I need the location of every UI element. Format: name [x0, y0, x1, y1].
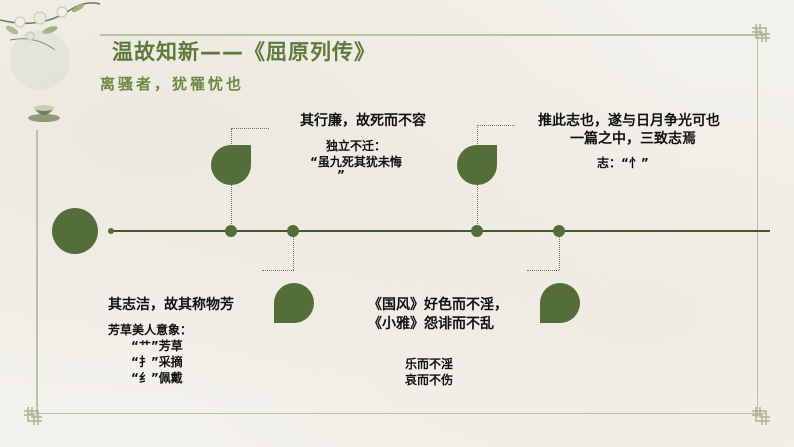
connector-line [293, 236, 294, 270]
frame-bottom-line [28, 412, 766, 414]
connector-line [559, 236, 560, 270]
frame-left-line [36, 130, 38, 417]
frame-corner-ornament [752, 407, 770, 425]
timeline-start-circle [52, 208, 98, 254]
node2-line: 芳草美人意象： [108, 323, 193, 337]
page-title: 温故知新——《屈原列传》 [112, 40, 376, 64]
connector-line [231, 128, 269, 129]
teacup-decoration [28, 105, 60, 122]
timeline-dot [108, 228, 114, 234]
frame-top-line [100, 34, 766, 36]
frame-corner-ornament [752, 24, 770, 42]
page-subtitle: 离骚者，犹罹忧也 [100, 75, 245, 93]
node1-heading: 其行廉，故死而不容 [300, 113, 426, 129]
node4-line: 哀而不伤 [405, 373, 454, 387]
timeline-dot [225, 225, 237, 237]
leaf-marker [211, 145, 251, 185]
connector-line [527, 270, 559, 271]
leaf-marker [540, 283, 580, 323]
node2-line: “扌”采摘 [131, 355, 183, 369]
timeline-dot [553, 225, 565, 237]
connector-line [262, 270, 294, 271]
node2-line: “艹”芳草 [131, 339, 183, 353]
timeline-axis [110, 230, 770, 232]
node4-heading: 《小雅》怨诽而不乱 [368, 316, 494, 332]
flower-branch-decoration [0, 2, 101, 90]
leaf-marker [457, 145, 497, 185]
frame-corner-ornament [24, 407, 42, 425]
node4-line: 乐而不淫 [405, 357, 454, 371]
node3-line: 志：“忄” [597, 156, 649, 170]
node3-heading: 一篇之中，三致志焉 [570, 131, 696, 147]
node3-heading: 推此志也，遂与日月争光可也 [538, 113, 720, 129]
timeline-dot [471, 225, 483, 237]
frame-right-line [756, 28, 758, 417]
leaf-marker [274, 283, 314, 323]
node1-line: “虽九死其犹未悔 [310, 155, 402, 169]
connector-line [477, 125, 515, 126]
node2-heading: 其志洁，故其称物芳 [108, 297, 234, 313]
node2-line: “纟”佩戴 [131, 371, 183, 385]
node1-line: 独立不迁： [326, 139, 387, 153]
node1-line: ” [337, 168, 345, 182]
timeline-dot [287, 225, 299, 237]
node4-heading: 《国风》好色而不淫， [368, 297, 508, 313]
